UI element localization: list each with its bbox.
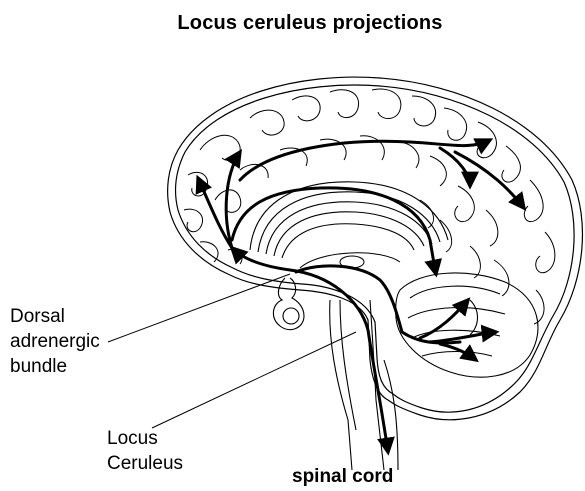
locus-ceruleus-leader xyxy=(152,332,356,428)
cerebellum xyxy=(396,273,538,377)
projection-pathways xyxy=(198,140,524,452)
dorsal-bundle-leader xyxy=(108,274,290,342)
label-line: Dorsal xyxy=(10,304,100,329)
label-line: bundle xyxy=(10,354,100,379)
brain-gyri xyxy=(184,89,555,324)
pituitary xyxy=(273,278,304,330)
locus-ceruleus-label: Locus Ceruleus xyxy=(107,426,183,476)
spinal-cord-label: spinal cord xyxy=(292,465,393,489)
label-leader-lines xyxy=(108,274,356,428)
dorsal-adrenergic-bundle-label: Dorsal adrenergic bundle xyxy=(10,304,100,379)
label-line: Ceruleus xyxy=(107,451,183,476)
label-line: Locus xyxy=(107,426,183,451)
label-line: adrenergic xyxy=(10,329,100,354)
